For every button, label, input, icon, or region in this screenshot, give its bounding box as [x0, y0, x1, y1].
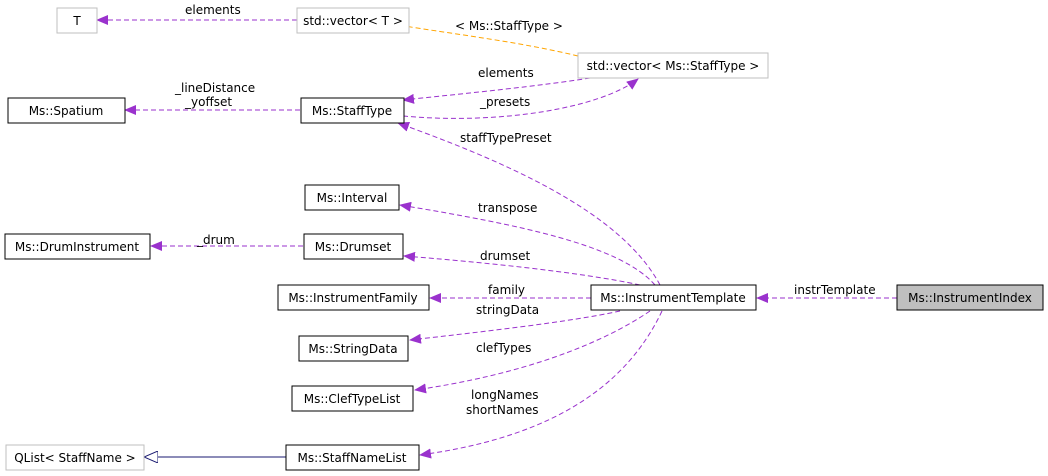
label-stringdata: stringData [476, 303, 539, 317]
edge-template-to-stafftype [397, 122, 661, 286]
label-transpose: transpose [478, 201, 537, 215]
node-drumset[interactable]: Ms::Drumset [303, 233, 404, 260]
node-druminstrument[interactable]: Ms::DrumInstrument [4, 233, 151, 260]
node-instrumentfamily-label: Ms::InstrumentFamily [288, 291, 417, 305]
node-instrumenttemplate-label: Ms::InstrumentTemplate [600, 291, 745, 305]
label-drum: _drum [196, 233, 235, 247]
node-instrumentfamily[interactable]: Ms::InstrumentFamily [277, 284, 430, 311]
edge-vector-stafftype-to-vector-t [397, 21, 579, 57]
node-stafftype-label: Ms::StaffType [312, 104, 392, 118]
label-linedistance: _lineDistance [174, 81, 255, 95]
label-drumset: drumset [480, 249, 530, 263]
label-shortnames: shortNames [466, 403, 539, 417]
label-instrtemplate: instrTemplate [794, 283, 876, 297]
node-druminstrument-label: Ms::DrumInstrument [15, 240, 139, 254]
edge-labels: elements < Ms::StaffType > elements _pre… [174, 3, 876, 417]
node-vector-t[interactable]: std::vector< T > [296, 7, 410, 34]
node-qlist-staffname-label: QList< StaffName > [14, 451, 136, 465]
node-qlist-staffname[interactable]: QList< StaffName > [5, 444, 145, 471]
label-cleftypes: clefTypes [476, 341, 531, 355]
node-interval[interactable]: Ms::Interval [304, 184, 400, 211]
edge-template-to-cleftypelist [414, 310, 651, 394]
node-t-label: T [72, 14, 81, 28]
node-drumset-label: Ms::Drumset [315, 240, 392, 254]
label-presets: _presets [479, 95, 530, 109]
node-spatium-label: Ms::Spatium [29, 104, 104, 118]
node-stringdata[interactable]: Ms::StringData [298, 335, 409, 362]
node-staffnamelist-label: Ms::StaffNameList [297, 451, 406, 465]
label-elements-t: elements [185, 3, 241, 17]
node-spatium[interactable]: Ms::Spatium [7, 97, 126, 124]
node-interval-label: Ms::Interval [317, 191, 388, 205]
edge-template-to-interval [399, 201, 656, 286]
label-family: family [488, 283, 525, 297]
label-stafftypepreset: staffTypePreset [460, 131, 552, 145]
node-cleftypelist-label: Ms::ClefTypeList [304, 392, 401, 406]
node-vector-t-label: std::vector< T > [303, 14, 403, 28]
edge-template-to-drumset [403, 251, 641, 286]
node-stringdata-label: Ms::StringData [308, 342, 397, 356]
node-stafftype[interactable]: Ms::StaffType [300, 97, 405, 124]
node-instrumentindex-label: Ms::InstrumentIndex [908, 291, 1032, 305]
edge-template-to-stringdata [409, 310, 621, 344]
node-vector-stafftype[interactable]: std::vector< Ms::StaffType > [577, 52, 769, 79]
label-stafftype-template: < Ms::StaffType > [455, 19, 563, 33]
label-elements-presets: elements [478, 66, 534, 80]
node-cleftypelist[interactable]: Ms::ClefTypeList [291, 385, 414, 412]
edge-vector-stafftype-to-stafftype-elements [402, 77, 591, 104]
label-yoffset: _yoffset [184, 95, 232, 109]
node-staffnamelist[interactable]: Ms::StaffNameList [285, 444, 420, 471]
node-t[interactable]: T [56, 7, 98, 34]
edges [96, 15, 897, 459]
edge-template-to-staffnamelist [419, 310, 663, 459]
node-vector-stafftype-label: std::vector< Ms::StaffType > [587, 59, 760, 73]
node-instrumentindex[interactable]: Ms::InstrumentIndex [896, 284, 1044, 311]
node-instrumenttemplate[interactable]: Ms::InstrumentTemplate [590, 284, 757, 311]
label-longnames: longNames [471, 388, 539, 402]
edge-stafftype-to-vector-stafftype-presets [402, 78, 639, 119]
